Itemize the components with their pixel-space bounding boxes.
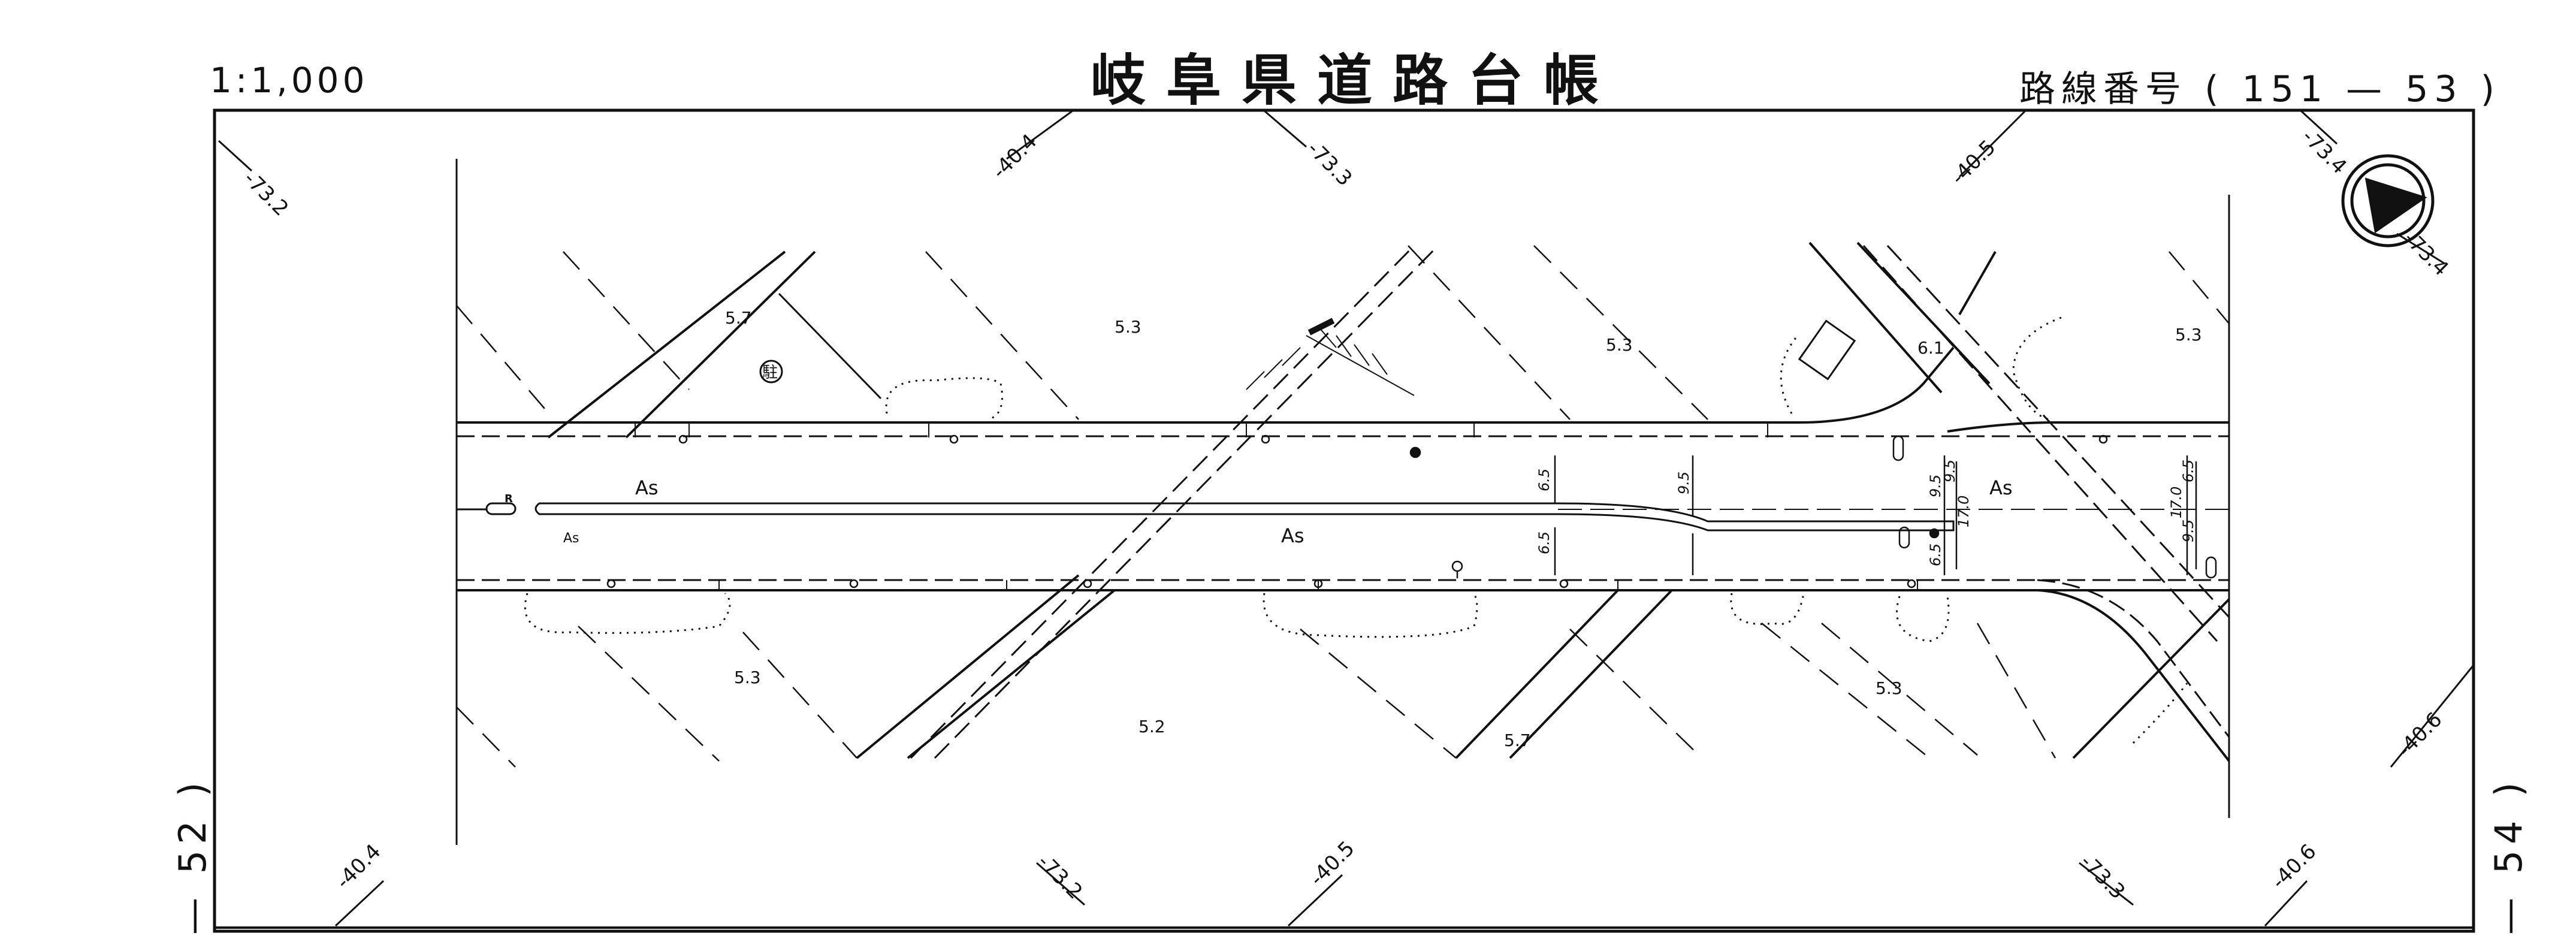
- main-road: [457, 346, 2230, 762]
- width-label: 6.5: [1536, 469, 1553, 491]
- width-label: 9.5: [2180, 520, 2197, 542]
- grid-label-top: -73.4: [2399, 227, 2453, 280]
- route-number-label: 路線番号 ( 151 — 53 ): [2019, 60, 2500, 112]
- utility-poles: [606, 434, 2217, 588]
- parking-symbol: 駐: [762, 364, 778, 382]
- grid-label-bottom: -40.6: [2267, 840, 2321, 893]
- width-label: 6.5: [1536, 532, 1553, 554]
- width-label: 17.0: [1955, 496, 1972, 527]
- width-label: 9.5: [1927, 475, 1944, 497]
- pavement-label: As: [563, 531, 579, 546]
- elevation-label: 5.7: [1504, 730, 1531, 750]
- lot-boundaries: [456, 245, 2230, 768]
- north-arrow: [2341, 154, 2435, 247]
- grid-label-bottom: -40.6: [2393, 708, 2447, 762]
- elevation-label: 5.3: [1115, 317, 1141, 337]
- elevation-label: 5.7: [725, 308, 752, 328]
- grid-label-top: -73.2: [239, 167, 293, 221]
- elevation-label: 5.3: [1606, 335, 1633, 355]
- elevation-label: 5.3: [2175, 325, 2202, 345]
- pavement-labels: As As As As: [563, 476, 2013, 547]
- width-label: 17.0: [2168, 487, 2185, 518]
- elevation-label: 6.1: [1917, 338, 1944, 358]
- map-scale: 1:1,000: [210, 60, 369, 101]
- embankment: [1246, 318, 1415, 396]
- route-label: 路線番号: [2019, 68, 2187, 110]
- grid-label-bottom: -40.5: [1305, 837, 1359, 890]
- vegetation-areas: [524, 316, 2188, 744]
- grid-label-bottom: -73.2: [1033, 850, 1087, 904]
- elevation-labels: 5.7 5.3 5.3 6.1 5.3 5.3 5.2 5.7 5.3: [725, 308, 2202, 750]
- grid-ticks: [218, 110, 2475, 927]
- elevation-label: 5.2: [1138, 717, 1165, 736]
- width-dimensions: [1554, 455, 2197, 575]
- grid-label-top: -40.4: [987, 129, 1041, 183]
- grid-label-top: -73.3: [1303, 137, 1357, 191]
- elevation-label: 5.3: [1876, 678, 1902, 698]
- width-label: 9.5: [1675, 472, 1692, 494]
- pavement-label: As: [1281, 524, 1304, 547]
- page-title: 岐阜県道路台帳: [1091, 49, 1620, 113]
- railway: [910, 244, 2230, 759]
- parking-symbol-ring: [759, 360, 783, 384]
- elevation-label: 5.3: [734, 668, 761, 687]
- width-label: 6.5: [1927, 544, 1944, 566]
- width-labels: 6.5 6.5 9.5 9.5 9.5 6.5 17.0 17.0 6.5 9.…: [1536, 460, 2197, 566]
- pavement-label: As: [635, 476, 659, 499]
- building: [1798, 319, 1856, 381]
- map-frame: [213, 108, 2475, 933]
- road-sign-symbol: R: [505, 493, 513, 505]
- pavement-label: As: [1989, 476, 2013, 499]
- width-label: 9.5: [1941, 460, 1958, 482]
- boundary-line: [778, 292, 882, 400]
- route-number: ( 151 — 53 ): [2204, 68, 2501, 110]
- width-label: 6.5: [2180, 460, 2197, 482]
- crossing-roads: [547, 241, 2230, 759]
